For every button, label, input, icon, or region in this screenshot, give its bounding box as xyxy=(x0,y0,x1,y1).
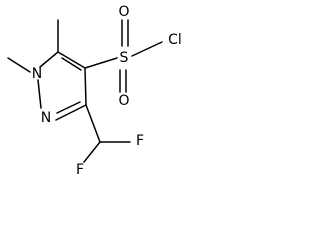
atom-f-left: F xyxy=(76,162,84,178)
bond-s-cl xyxy=(131,41,163,57)
atom-f-right: F xyxy=(136,133,144,149)
atom-n1: N xyxy=(32,66,42,82)
atom-s: S xyxy=(120,50,129,66)
bond-c4-c3 xyxy=(84,67,87,106)
bond-c5-c4 xyxy=(57,51,86,69)
bond-c5-c4-inner xyxy=(61,57,82,71)
atom-o-top: O xyxy=(118,4,129,20)
bond-n2-n1 xyxy=(37,79,42,109)
bond-c4-s xyxy=(84,57,118,69)
bond-n1-methyl xyxy=(7,57,31,73)
atom-labels: N N S O O Cl F F xyxy=(32,4,182,178)
bonds xyxy=(7,19,163,163)
chemical-structure: N N S O O Cl F F xyxy=(7,4,182,178)
atom-n2: N xyxy=(41,110,51,126)
bond-c3-chf2 xyxy=(85,104,101,143)
atom-o-bottom: O xyxy=(118,93,129,109)
atom-cl: Cl xyxy=(168,32,182,48)
bond-c-f-left xyxy=(83,141,101,163)
bond-c3-n2 xyxy=(55,104,87,121)
bond-c3-n2-inner xyxy=(56,101,81,114)
bond-n1-c5 xyxy=(39,51,59,68)
